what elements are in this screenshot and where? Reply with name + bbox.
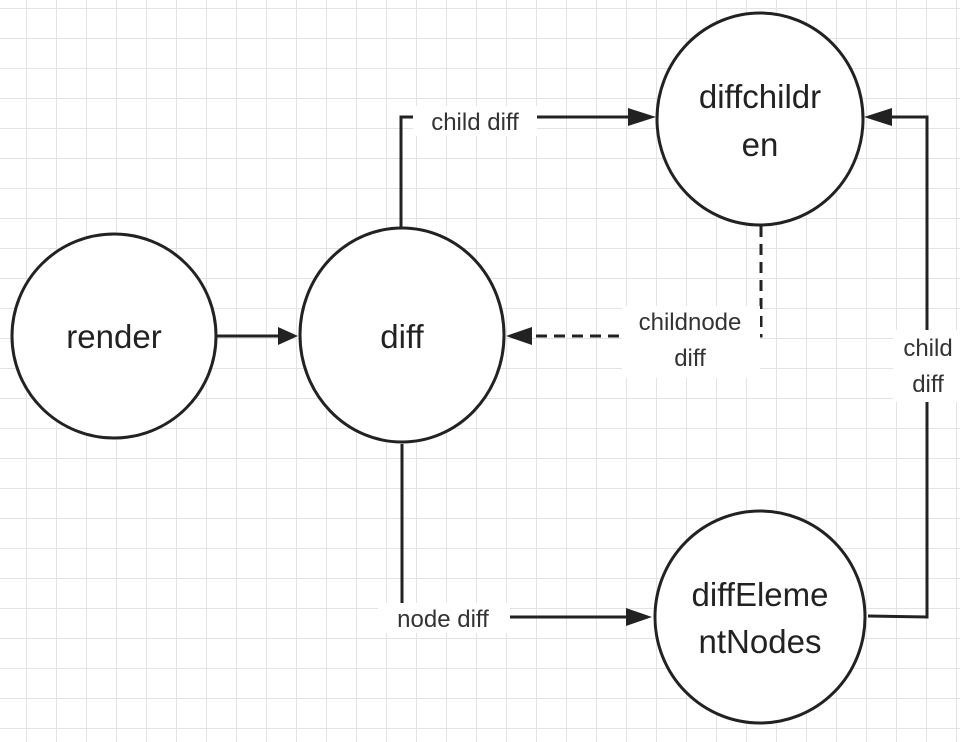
edge-diff-to-diffchildren: child diff [399, 106, 656, 228]
edge-label-node-diff: node diff [397, 606, 489, 633]
edge-diffelementnodes-to-diffchildren: child diff [864, 108, 960, 619]
node-diffelementnodes: diffEleme ntNodes [653, 509, 867, 725]
edge-diff-to-diffelementnodes: node diff [378, 444, 652, 633]
edge-line-dashed [520, 226, 763, 338]
edge-label-child-diff: child diff [431, 109, 519, 136]
edge-diffchildren-to-diff: childnode diff [506, 226, 763, 378]
arrowhead-icon [626, 608, 652, 626]
edge-line [399, 115, 640, 228]
node-diffelementnodes-label-line1: diffEleme [692, 576, 829, 613]
node-diff-label: diff [380, 318, 424, 355]
arrowhead-icon [278, 327, 298, 345]
node-diffelementnodes-circle [653, 509, 867, 725]
node-diffelementnodes-label-line2: ntNodes [699, 623, 822, 660]
edge-render-to-diff [216, 327, 298, 345]
node-diffchildren-circle [655, 11, 865, 227]
node-render: render [10, 232, 218, 440]
edge-label-diff: diff [912, 371, 944, 398]
arrowhead-icon [506, 327, 532, 345]
arrowhead-icon [628, 108, 656, 126]
edge-label-child: child [903, 335, 952, 362]
node-diff-circle [298, 226, 506, 444]
node-diff: diff [298, 226, 506, 444]
edge-label-background [413, 106, 537, 136]
edge-label-background [622, 306, 760, 378]
arrowhead-icon [864, 108, 892, 126]
edge-line [400, 444, 636, 619]
edge-label-background [893, 330, 960, 402]
node-diffchildren-label-line1: diffchildr [699, 78, 821, 115]
edge-label-background [378, 603, 510, 633]
node-diffchildren-label-line2: en [742, 126, 779, 163]
edge-label-diff: diff [674, 345, 706, 372]
edge-label-childnode: childnode [639, 309, 742, 336]
node-render-label: render [66, 318, 161, 355]
node-diffchildren: diffchildr en [655, 11, 865, 227]
node-render-circle [10, 232, 218, 440]
